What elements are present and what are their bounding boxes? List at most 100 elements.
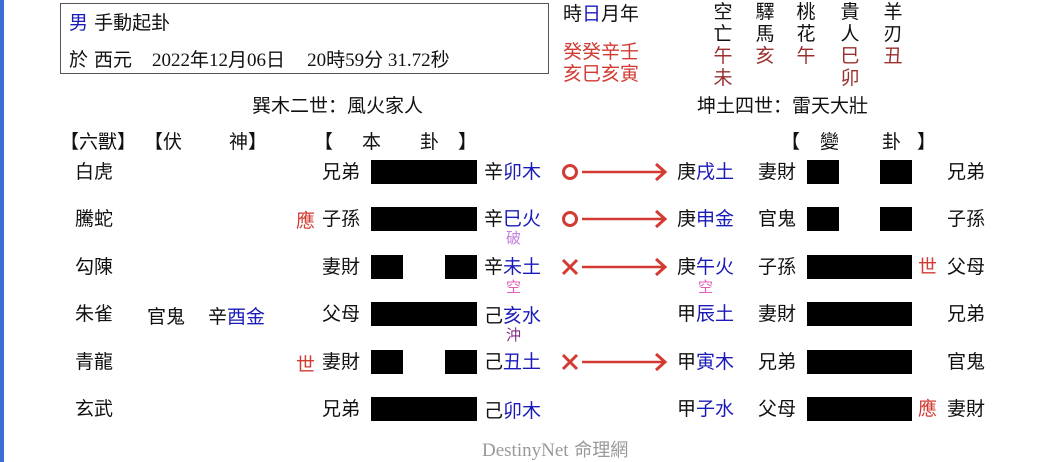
changed-relation-label: 妻財 xyxy=(758,303,797,325)
pillar-day-label: 日 xyxy=(582,3,602,25)
header-bian-2: 卦 xyxy=(882,131,902,153)
header-ben-2: 卦 xyxy=(420,131,440,153)
kong-marker: 空 xyxy=(506,278,522,296)
header-ben-open: 【 xyxy=(314,131,334,153)
relation-label: 兄弟 xyxy=(322,398,361,420)
changed-najia-label: 甲子水 xyxy=(677,398,735,420)
shensha-name: 人 xyxy=(840,23,860,45)
changed-relation-label: 父母 xyxy=(758,398,797,420)
pillar-year-label: 年 xyxy=(620,3,640,25)
relation-label: 兄弟 xyxy=(322,161,361,183)
brand-cjk: 命理網 xyxy=(574,440,629,461)
changed-najia-label: 庚申金 xyxy=(677,208,735,230)
shensha-taohua: 桃 花 午 xyxy=(794,1,818,67)
shi-marker: 世 xyxy=(296,354,316,376)
header-bian-1: 變 xyxy=(820,131,840,153)
changed-relation-label: 官鬼 xyxy=(758,208,797,230)
changed-najia-label: 甲辰土 xyxy=(677,303,735,325)
shensha-name: 花 xyxy=(796,23,816,45)
ying-marker: 應 xyxy=(918,398,938,420)
yang-line-bar xyxy=(371,302,477,326)
najia-label: 己亥水 xyxy=(484,305,542,327)
yang-line-bar xyxy=(807,397,912,421)
chong-marker: 沖 xyxy=(506,326,522,344)
yang-line-bar xyxy=(807,350,912,374)
shensha-name: 桃 xyxy=(796,1,816,23)
yin-line-bar-left xyxy=(807,160,839,184)
yin-line-bar-left xyxy=(371,255,403,279)
pillar-branches: 亥巳亥寅 xyxy=(563,63,640,85)
pillar-stems: 癸癸辛壬 xyxy=(563,41,640,63)
changed-orig-relation-label: 兄弟 xyxy=(947,303,986,325)
shensha-guiren: 貴 人 巳 卯 xyxy=(838,1,862,89)
najia-label: 己卯木 xyxy=(484,400,542,422)
najia-label: 己丑土 xyxy=(484,351,542,373)
shensha-yangren: 羊 刃 丑 xyxy=(881,1,905,67)
shensha-name: 貴 xyxy=(840,1,860,23)
yang-line-bar xyxy=(371,160,477,184)
shensha-name: 驛 xyxy=(755,1,775,23)
moving-yin-arrow-icon xyxy=(561,352,668,372)
shensha-value: 亥 xyxy=(755,45,775,67)
shensha-value: 午 xyxy=(713,45,733,67)
header-liushou: 【六獸】 xyxy=(60,131,137,153)
gender-label: 男 xyxy=(69,12,89,34)
changed-orig-relation-label: 兄弟 xyxy=(947,161,986,183)
yin-line-bar-left xyxy=(371,350,403,374)
fushen-relation-label: 官鬼 xyxy=(147,306,186,328)
changed-orig-relation-label: 子孫 xyxy=(947,208,986,230)
info-line-1: 男 手動起卦 xyxy=(69,11,170,35)
yang-line-bar xyxy=(807,302,912,326)
changed-orig-relation-label: 官鬼 xyxy=(947,351,986,373)
pillar-hour-label: 時 xyxy=(563,3,583,25)
yang-line-bar xyxy=(371,207,477,231)
shensha-name: 刃 xyxy=(883,23,903,45)
shensha-value: 卯 xyxy=(840,67,860,89)
najia-label: 辛卯木 xyxy=(484,161,542,183)
pillars-header: 時日月年 xyxy=(563,2,639,26)
shensha-name: 馬 xyxy=(755,23,775,45)
yin-line-bar-right xyxy=(445,255,477,279)
header-bian-open: 【 xyxy=(781,131,801,153)
beast-label: 玄武 xyxy=(75,398,114,420)
footer-brand: DestinyNet 命理網 xyxy=(482,440,628,462)
original-gua-title: 巽木二世：風火家人 xyxy=(252,95,424,117)
relation-label: 妻財 xyxy=(322,351,361,373)
changed-relation-label: 子孫 xyxy=(758,256,797,278)
moving-yin-arrow-icon xyxy=(561,257,668,277)
moving-yang-arrow-icon xyxy=(562,209,668,229)
changed-relation-label: 妻財 xyxy=(758,161,797,183)
beast-label: 騰蛇 xyxy=(75,208,114,230)
header-fushen-close: 神】 xyxy=(229,131,268,153)
najia-label: 辛未土 xyxy=(484,256,542,278)
shensha-value: 巳 xyxy=(840,45,860,67)
po-marker: 破 xyxy=(506,229,522,247)
beast-label: 白虎 xyxy=(75,161,114,183)
changed-gua-title: 坤土四世：雷天大壯 xyxy=(697,95,869,117)
yin-line-bar-right xyxy=(445,350,477,374)
shensha-value: 午 xyxy=(796,45,816,67)
brand-latin: DestinyNet xyxy=(482,440,569,461)
changed-orig-relation-label: 父母 xyxy=(947,256,986,278)
yin-line-bar-right xyxy=(880,207,912,231)
shensha-name: 空 xyxy=(713,1,733,23)
shensha-name: 羊 xyxy=(883,1,903,23)
changed-najia-label: 甲寅木 xyxy=(677,351,735,373)
shensha-yima: 驛 馬 亥 xyxy=(753,1,777,67)
header-ben-close: 】 xyxy=(458,131,478,153)
time-value: 20時59分 31.72秒 xyxy=(307,50,450,71)
changed-kong-marker: 空 xyxy=(698,278,714,296)
changed-najia-label: 庚戌土 xyxy=(677,161,735,183)
left-border xyxy=(0,0,4,462)
pillar-month-label: 月 xyxy=(601,3,621,25)
changed-relation-label: 兄弟 xyxy=(758,351,797,373)
shensha-kongwang: 空 亡 午 未 xyxy=(711,1,735,89)
shensha-value: 丑 xyxy=(883,45,903,67)
ying-marker: 應 xyxy=(296,210,316,232)
relation-label: 父母 xyxy=(322,303,361,325)
header-bian-close: 】 xyxy=(917,131,937,153)
moving-yang-arrow-icon xyxy=(562,162,668,182)
shi-marker: 世 xyxy=(918,256,938,278)
date-value: 2022年12月06日 xyxy=(152,50,286,71)
